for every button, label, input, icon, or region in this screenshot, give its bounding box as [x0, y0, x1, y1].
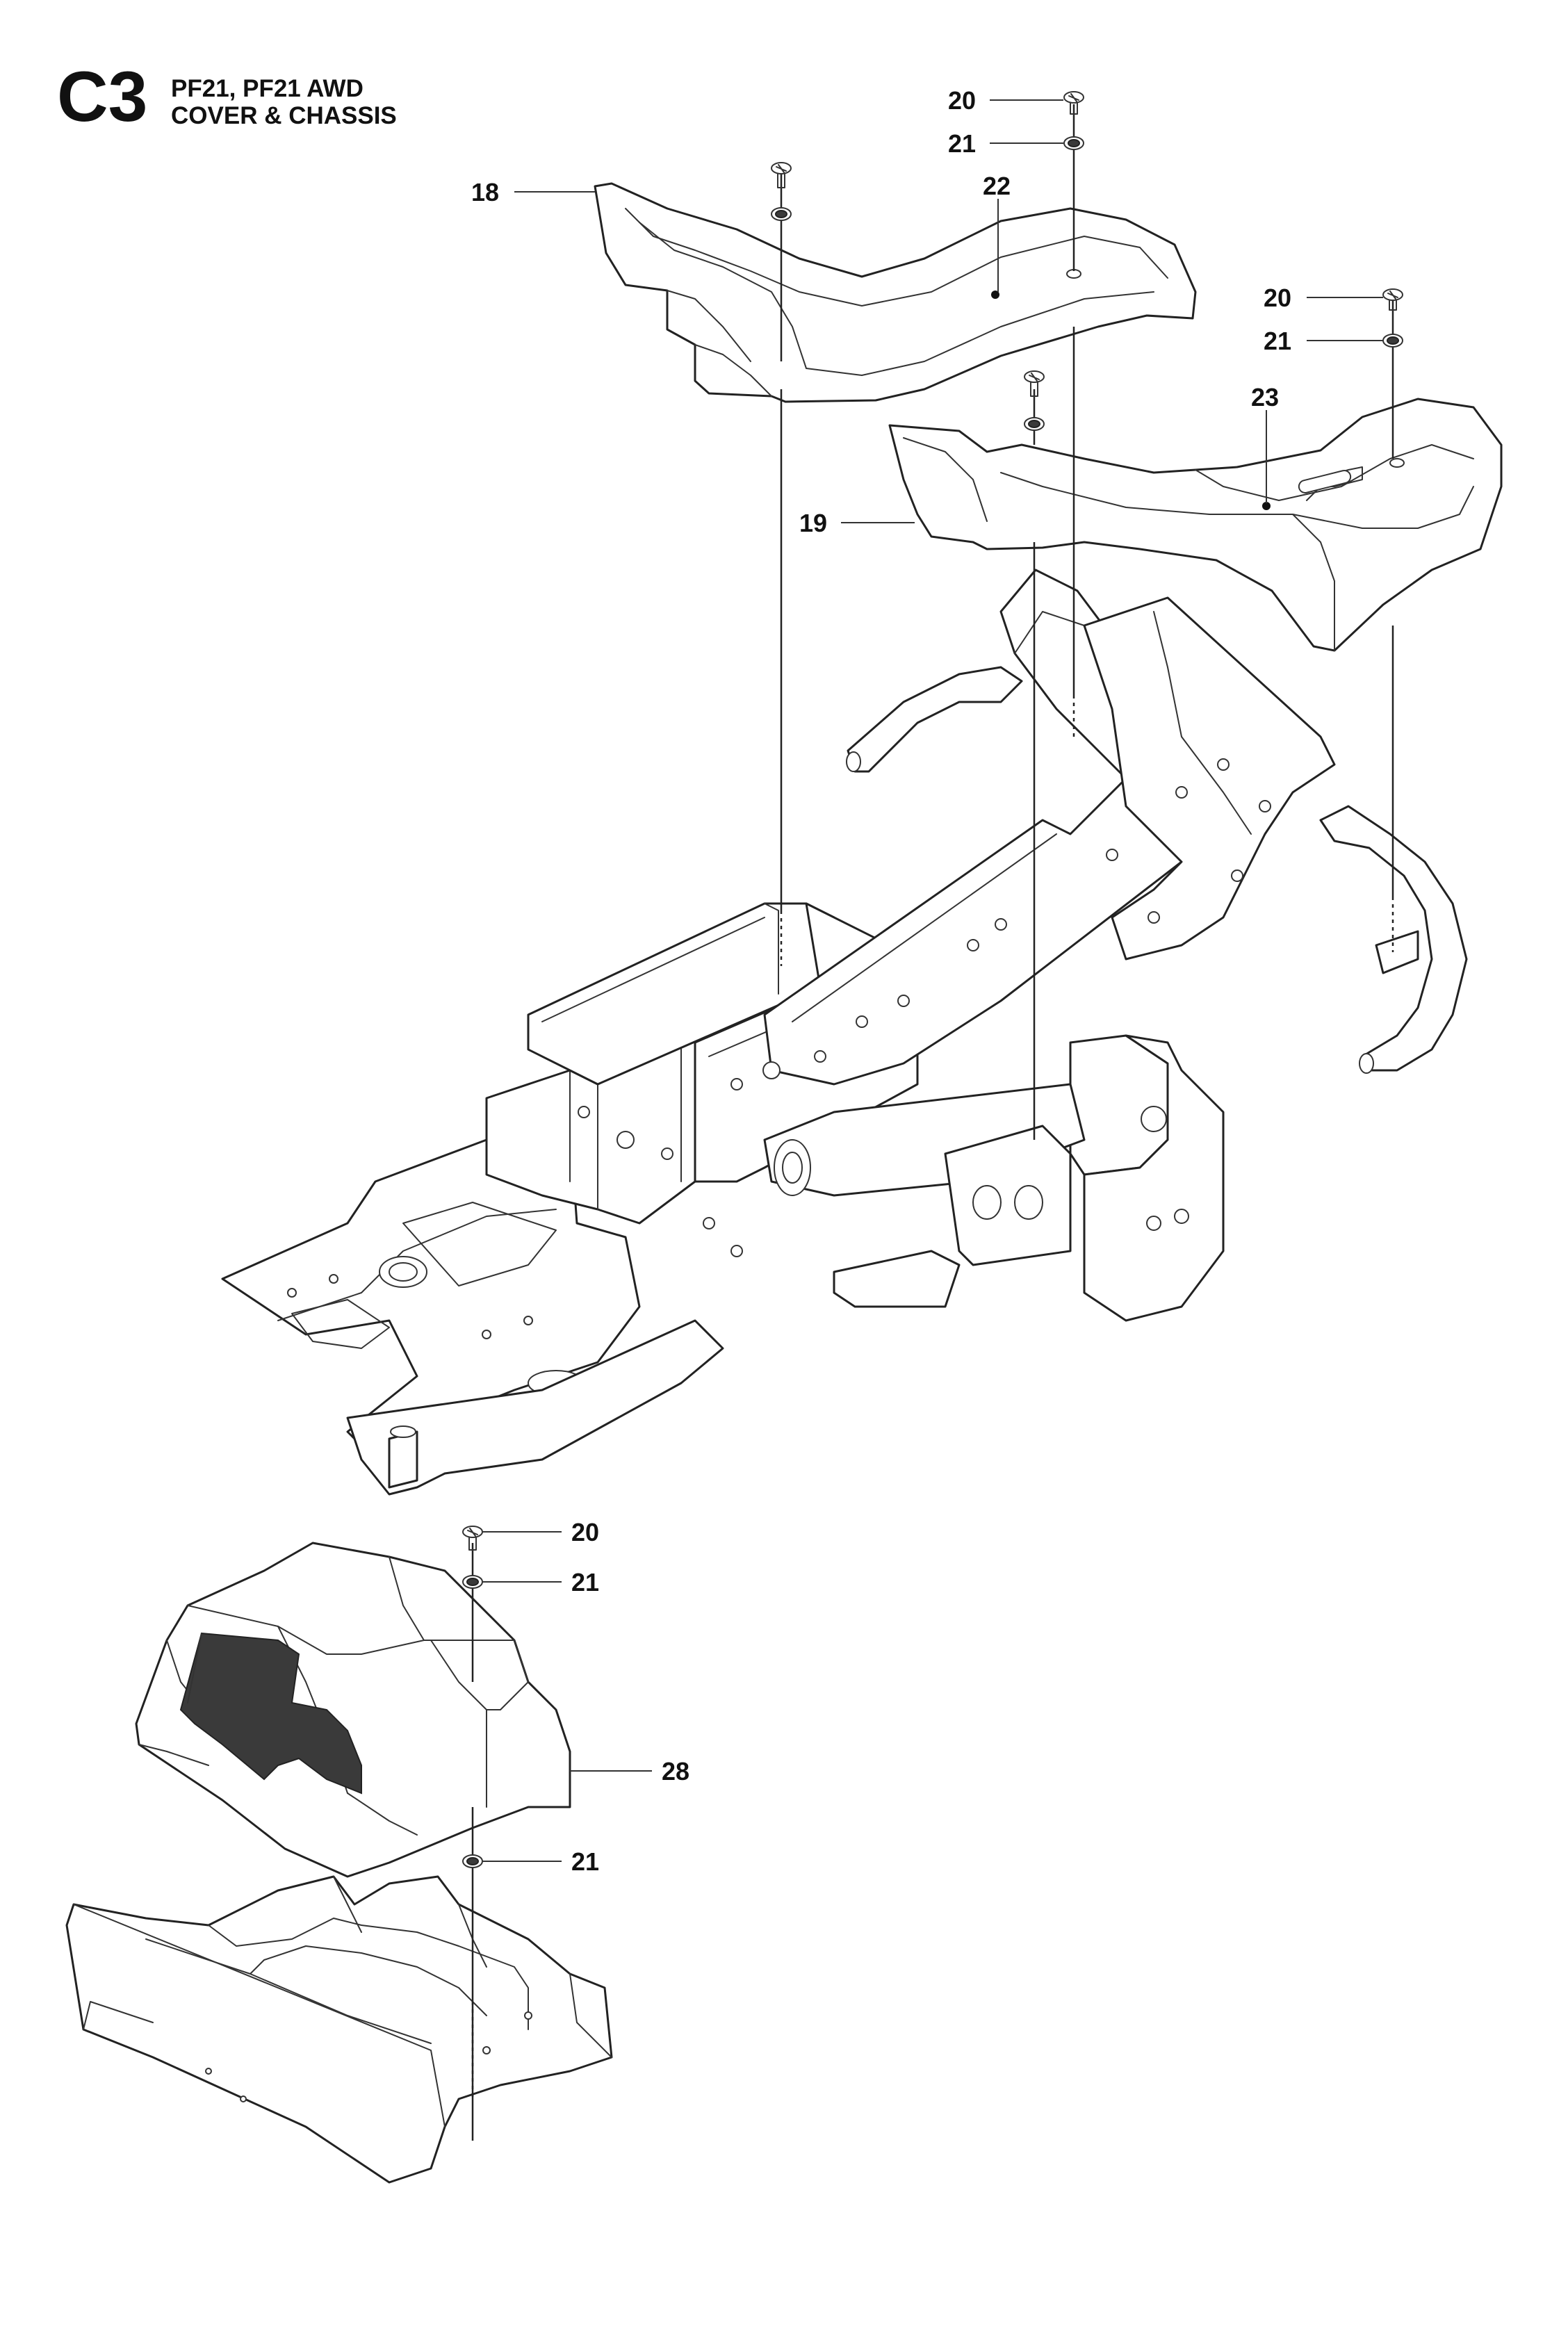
sheet-title: PF21, PF21 AWD COVER & CHASSIS: [171, 75, 397, 129]
fastener-washer-21-hood: [462, 1575, 483, 1589]
fastener-screw-20-left: [771, 162, 792, 221]
fastener-washer-21-top: [1063, 136, 1084, 150]
callout-21-top: 21: [948, 129, 976, 158]
attach-point-22: [991, 291, 999, 299]
callout-21-hood: 21: [571, 1568, 599, 1596]
fastener-screw-20-mid: [1024, 370, 1045, 431]
lower-body-panel: [65, 1875, 613, 2184]
part-22-fender-cover: [594, 182, 1197, 403]
sheet-title-section: COVER & CHASSIS: [171, 102, 397, 129]
fastener-screw-20-top: [1063, 91, 1084, 115]
callout-20-right: 20: [1264, 284, 1291, 312]
callout-28: 28: [662, 1757, 689, 1786]
attach-point-23: [1262, 502, 1271, 510]
fastener-washer-21-lower: [462, 1854, 483, 1868]
sheet-title-models: PF21, PF21 AWD: [171, 75, 364, 102]
callout-23: 23: [1251, 383, 1279, 411]
chassis-frame: [221, 569, 1468, 1496]
part-28-hood-cover: [135, 1542, 571, 1878]
fastener-screw-20-hood: [462, 1526, 483, 1551]
callout-18: 18: [471, 178, 499, 206]
sheet-code: C3: [57, 57, 148, 136]
callout-21-lower: 21: [571, 1847, 599, 1876]
callout-22: 22: [983, 172, 1011, 200]
callout-19: 19: [799, 509, 827, 537]
fastener-washer-21-right: [1382, 334, 1403, 348]
leader-lines: [482, 99, 1383, 1862]
fastener-screw-20-right: [1382, 288, 1403, 311]
callout-20-top: 20: [948, 86, 976, 115]
callout-21-right: 21: [1264, 327, 1291, 355]
callout-20-hood: 20: [571, 1518, 599, 1546]
part-19-23-fender-cover: [888, 398, 1503, 652]
